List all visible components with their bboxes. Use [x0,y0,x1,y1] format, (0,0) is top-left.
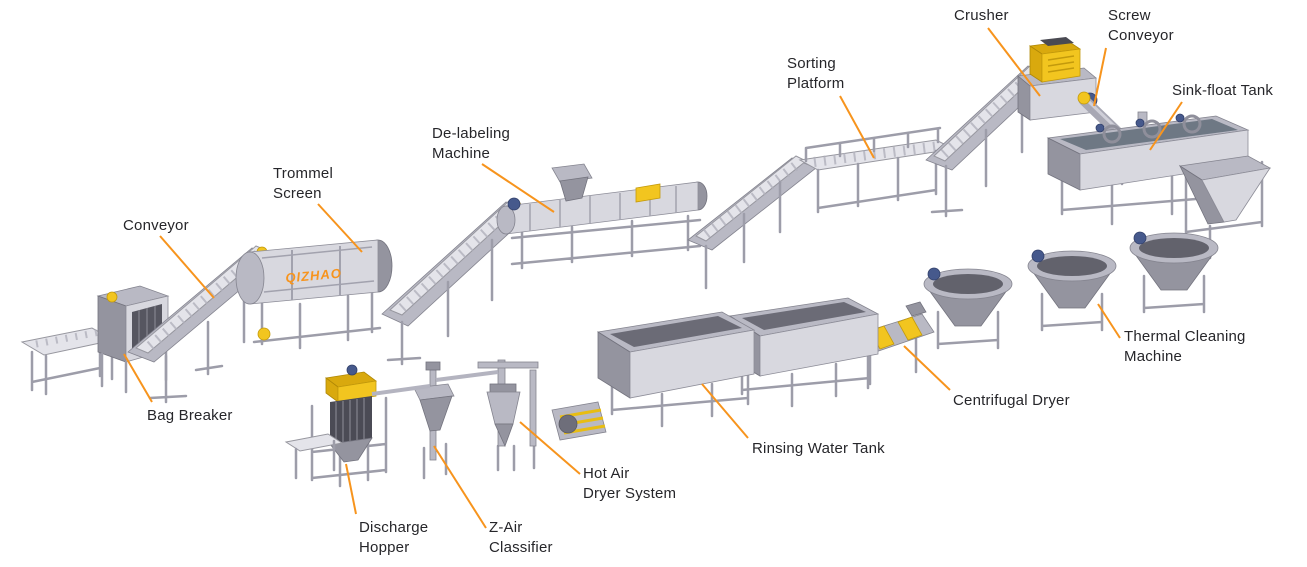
label-trommel-screen: Trommel Screen [273,165,334,202]
crusher-machine [1017,37,1098,121]
process-piping [371,370,499,396]
delabeling-to-sorting-conveyor [687,155,817,290]
leader-line-centrifugal [903,345,951,391]
leader-line-delabeling [481,163,555,213]
sorting-platform-machine [798,126,956,214]
leader-line-trommel-screen [317,203,363,253]
label-bag-breaker: Bag Breaker [147,407,233,424]
trommel-screen-machine: QIZHAO [235,239,393,350]
label-sorting-platform: Sorting Platform [787,55,845,92]
label-delabeling-machine: De-labeling Machine [432,125,511,162]
hot-air-dryer-machine [477,359,607,472]
leader-line-z-air [433,445,487,529]
leader-line-crusher [987,27,1041,97]
label-centrifugal-dryer: Centrifugal Dryer [953,392,1070,409]
thermal-feed-hopper [1178,155,1272,260]
label-rinsing-water-tank: Rinsing Water Tank [752,440,885,457]
brand-logo-text: QIZHAO [285,266,343,286]
leader-line-screw-conveyor [1093,47,1107,107]
label-thermal-cleaning-machine: Thermal Cleaning Machine [1124,328,1246,365]
leader-line-sink-float [1149,101,1183,151]
leader-line-conveyor [159,235,215,299]
label-discharge-hopper: Discharge Hopper [359,519,429,556]
rinsing-water-tank-machines [596,297,880,428]
label-hot-air-dryer-system: Hot Air Dryer System [583,465,677,502]
label-conveyor: Conveyor [123,217,189,234]
bag-breaker-outfeed-conveyor [20,327,116,396]
label-crusher: Crusher [954,7,1009,24]
thermal-cleaning-machine [923,231,1219,350]
leader-line-sorting [839,95,875,159]
sink-float-tank-machine [1046,113,1250,226]
leader-line-bag-breaker [123,353,153,403]
label-z-air-classifier: Z-Air Classifier [489,519,553,556]
delabeling-machine [496,163,708,270]
leader-line-hot-air [519,421,581,475]
leader-line-thermal [1097,303,1121,339]
leader-line-discharge [345,463,357,515]
label-screw-conveyor: Screw Conveyor [1108,7,1174,44]
z-air-classifier-machine [413,361,455,480]
label-sink-float-tank: Sink-float Tank [1172,82,1274,99]
discharge-hopper-machine [284,364,388,488]
leader-line-rinsing [701,383,749,439]
